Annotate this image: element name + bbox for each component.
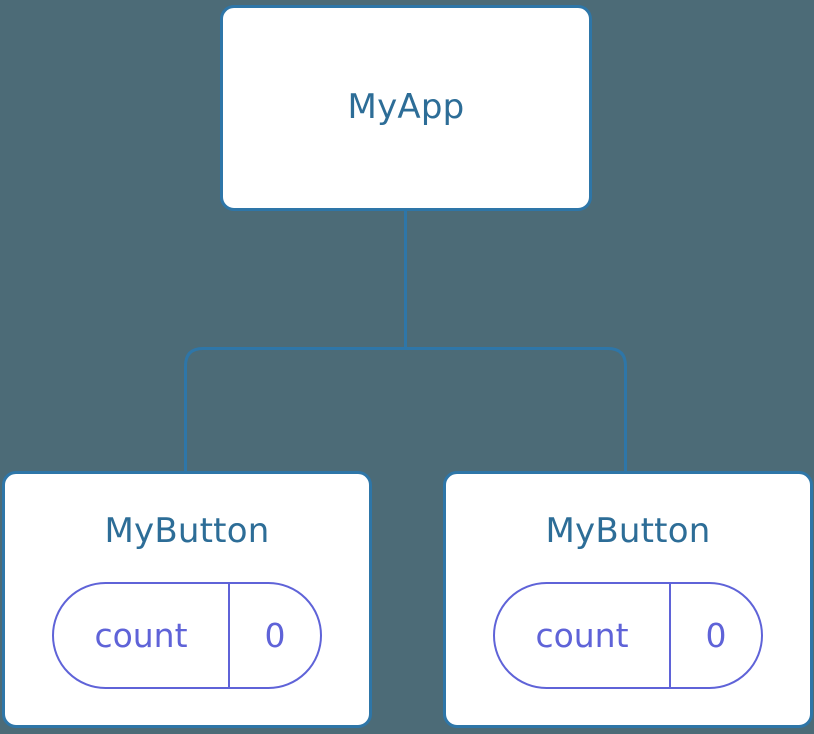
edge-bus-to-child-right (405, 347, 627, 474)
state-pill-count-right[interactable]: count 0 (493, 582, 763, 690)
state-pill-value: 0 (264, 616, 286, 656)
state-pill-count-left[interactable]: count 0 (52, 582, 322, 690)
node-myapp-title: MyApp (347, 87, 465, 128)
node-mybutton-left-title: MyButton (104, 511, 270, 551)
node-myapp[interactable]: MyApp (220, 5, 592, 211)
node-mybutton-left[interactable]: MyButton count 0 (2, 471, 372, 728)
state-pill-value: 0 (705, 616, 727, 656)
state-pill-divider (669, 584, 671, 688)
state-pill-key: count (94, 616, 188, 656)
state-pill-divider (228, 584, 230, 688)
state-pill-key: count (535, 616, 629, 656)
edge-bus-to-child-left (184, 347, 406, 474)
node-mybutton-right-title: MyButton (545, 511, 711, 551)
node-mybutton-right[interactable]: MyButton count 0 (443, 471, 813, 728)
